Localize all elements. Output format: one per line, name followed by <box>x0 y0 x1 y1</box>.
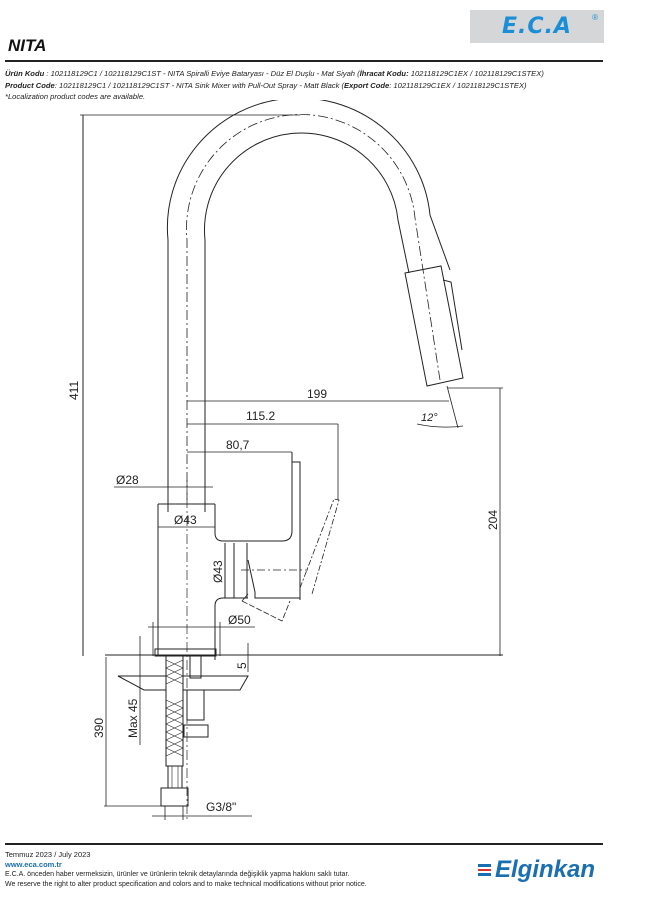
tr-export-label: İhracat Kodu: <box>359 69 409 78</box>
dim-total-height: 411 <box>67 114 300 656</box>
mixer-body: Ø43 Ø43 <box>157 452 340 660</box>
dim-o50-label: Ø50 <box>228 613 251 627</box>
en-code-label: Product Code <box>5 80 55 90</box>
tr-export-value: 102118129C1EX / 102118129C1STEX) <box>408 69 544 78</box>
eca-logo-text: E.C.A <box>502 14 572 39</box>
dim-204-label: 204 <box>486 510 500 530</box>
tr-code-value: : 102118129C1 / 102118129C1ST - NITA Spi… <box>44 69 360 78</box>
dim-outlet-height: 204 <box>486 388 501 656</box>
product-title: NITA <box>8 36 47 55</box>
dim-max45-label: Max 45 <box>126 698 140 738</box>
dim-spout-reach: 199 12° <box>187 385 503 429</box>
eca-logo: E.C.A ® <box>470 10 604 43</box>
elginkan-logo-text: Elginkan <box>495 856 596 883</box>
dim-80-label: 80,7 <box>226 438 250 452</box>
dim-12deg-label: 12° <box>421 412 438 424</box>
dim-base-diameter: Ø50 <box>148 613 255 656</box>
header-divider <box>5 60 603 62</box>
dim-lever-reach: 115.2 <box>187 409 339 500</box>
tr-code-line: Ürün Kodu : 102118129C1 / 102118129C1ST … <box>5 68 544 80</box>
footer-date: Temmuz 2023 / July 2023 <box>5 850 91 859</box>
dim-max-counter: Max 45 <box>126 636 141 745</box>
product-codes: Ürün Kodu : 102118129C1 / 102118129C1ST … <box>5 68 544 103</box>
localization-note: *Localization product codes are availabl… <box>5 92 146 101</box>
en-code-line: Product Code: 102118129C1 / 102118129C1S… <box>5 80 544 92</box>
dim-199-label: 199 <box>307 387 327 401</box>
dim-411-label: 411 <box>67 381 81 400</box>
technical-drawing: 411 199 12° 204 115.2 80,7 Ø28 <box>67 100 503 820</box>
en-export-value: : 102118129C1EX / 102118129C1STEX) <box>389 80 527 90</box>
spout <box>166 100 464 512</box>
dim-connection: G3/8" <box>152 800 252 820</box>
footer-website-link[interactable]: www.eca.com.tr <box>5 860 62 869</box>
dim-spout-diameter: Ø28 <box>114 473 213 488</box>
dim-o43-body-label: Ø43 <box>174 513 197 527</box>
elginkan-logo-icon <box>478 864 491 876</box>
dim-plate-thickness: 5 <box>235 643 249 672</box>
dim-hose-length: 390 <box>92 657 188 807</box>
registered-mark: ® <box>592 13 598 22</box>
dim-115-label: 115.2 <box>246 409 275 423</box>
footer-divider <box>5 843 603 845</box>
en-code-value: : 102118129C1 / 102118129C1ST - NITA Sin… <box>54 80 345 90</box>
dim-body-reach: 80,7 <box>187 438 292 453</box>
dim-5-label: 5 <box>235 662 249 669</box>
dim-o43-handle-label: Ø43 <box>211 560 225 583</box>
en-export-label: Export Code <box>344 80 390 90</box>
dim-390-label: 390 <box>92 718 106 738</box>
footer: Temmuz 2023 / July 2023 www.eca.com.tr E… <box>5 850 367 890</box>
dim-o28-label: Ø28 <box>116 473 139 487</box>
footer-notice-tr: E.C.A. önceden haber vermeksizin, ürünle… <box>5 871 350 878</box>
mounting-plate <box>117 675 249 691</box>
footer-notice-en: We reserve the right to alter product sp… <box>5 881 367 888</box>
dim-g38-label: G3/8" <box>206 800 236 814</box>
elginkan-logo: Elginkan <box>478 856 595 884</box>
supply-hoses <box>160 655 209 807</box>
tr-code-label: Ürün Kodu <box>5 69 45 78</box>
